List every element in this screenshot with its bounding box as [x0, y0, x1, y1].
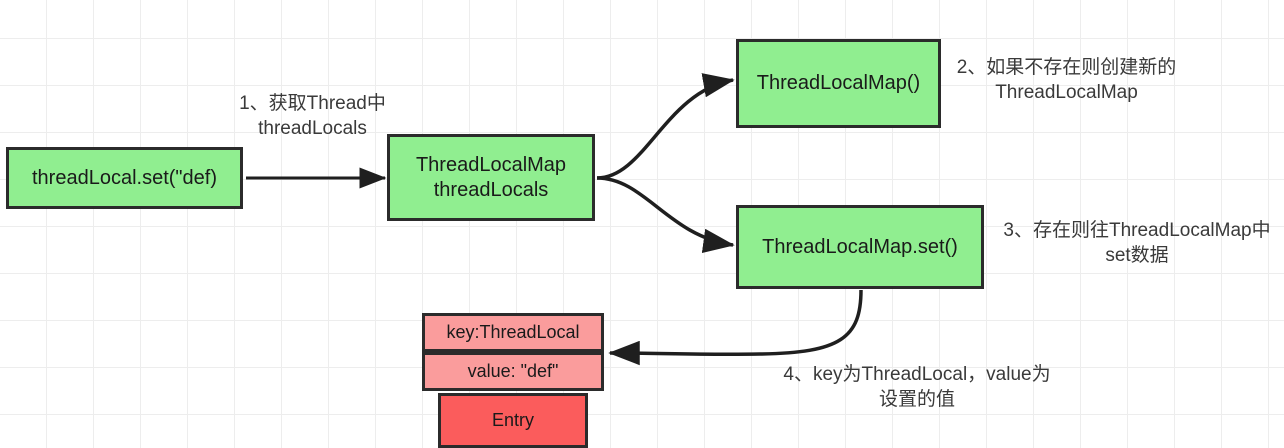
arrow-map-set-to-entry [608, 289, 863, 366]
arrow-threadlocals-to-map-set [596, 176, 735, 254]
node-entry-label[interactable]: Entry [438, 393, 588, 448]
annotation-step-3: 3、存在则往ThreadLocalMap中 set数据 [1003, 220, 1271, 266]
arrow-threadlocals-to-map-ctor [596, 73, 735, 180]
annotation-step-2: 2、如果不存在则创建新的 ThreadLocalMap [956, 57, 1177, 103]
node-threadlocal-set[interactable]: threadLocal.set("def) [6, 147, 243, 209]
node-threadlocalmap-set[interactable]: ThreadLocalMap.set() [736, 205, 984, 289]
annotation-step-4: 4、key为ThreadLocal，value为 设置的值 [783, 364, 1051, 410]
node-threadlocalmap-constructor[interactable]: ThreadLocalMap() [736, 39, 941, 128]
node-threadlocalmap-threadlocals[interactable]: ThreadLocalMap threadLocals [387, 134, 595, 221]
node-entry-key-row[interactable]: key:ThreadLocal [422, 313, 604, 352]
node-entry-value-row[interactable]: value: "def" [422, 352, 604, 391]
annotation-step-1: 1、获取Thread中 threadLocals [239, 93, 386, 139]
